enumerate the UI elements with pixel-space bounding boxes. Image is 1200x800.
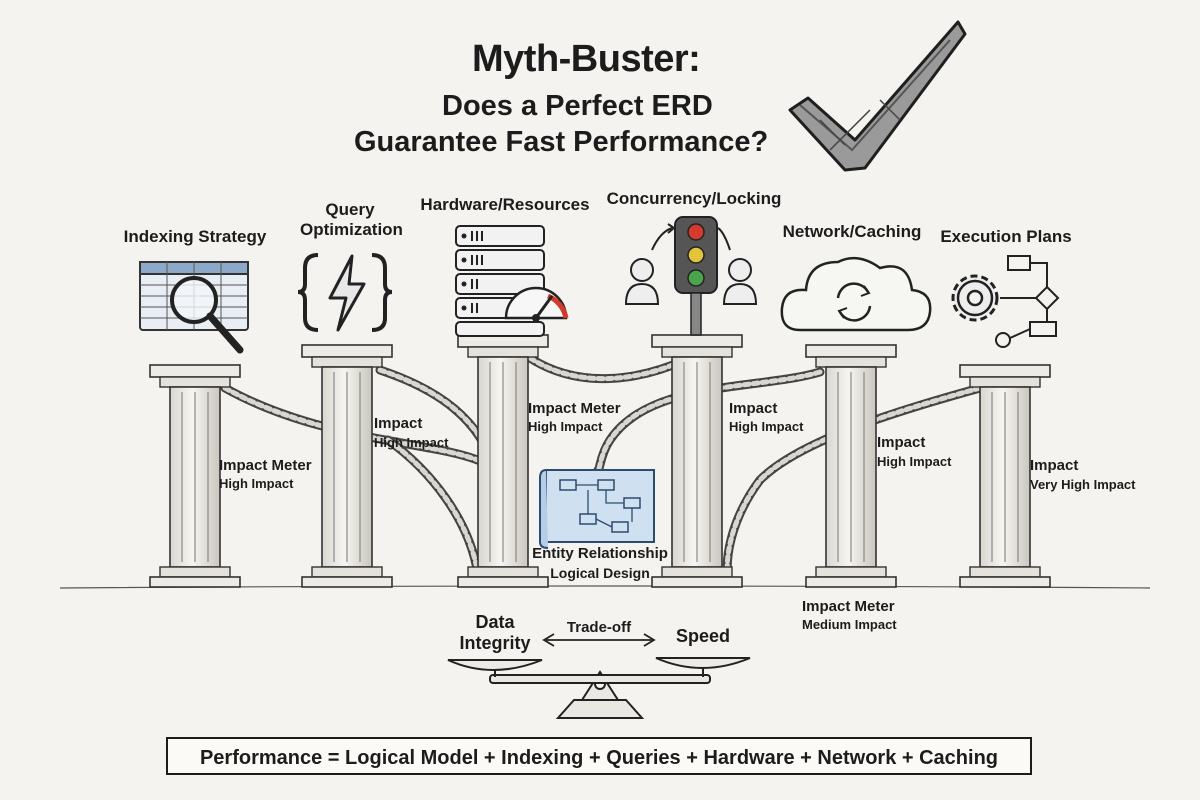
table-magnifier-icon (139, 261, 249, 354)
pillar-3-impact-level: High Impact (528, 419, 603, 434)
rope-group (220, 353, 985, 583)
pillar-4-impact-level: High Impact (729, 419, 804, 434)
blueprint-icon (539, 469, 655, 549)
pillar-5-impact-level: High Impact (877, 454, 952, 469)
gear-flowchart-icon (951, 255, 1060, 348)
pillar-6-impact-level: Very High Impact (1030, 477, 1136, 492)
pillar-4-impact-title: Impact (729, 400, 778, 417)
pillar-6-label: Execution Plans (940, 227, 1072, 246)
pillar-2 (301, 344, 393, 588)
pillar-2-impact-title: Impact (374, 415, 423, 432)
pillar-1-impact-title: Impact Meter (219, 457, 312, 474)
pillar-1-label: Indexing Strategy (123, 227, 267, 246)
pillar-2-impact-level: High Impact (374, 435, 449, 450)
pillar-3-label: Hardware/Resources (420, 195, 590, 214)
traffic-light-users-icon (624, 216, 758, 336)
pillar-1 (149, 364, 241, 588)
server-gauge-icon (455, 225, 569, 337)
network-impact-meter-level: Medium Impact (802, 617, 897, 632)
network-impact-meter-title: Impact Meter (802, 598, 895, 615)
pillar-4 (651, 334, 743, 588)
erd-caption-line-2: Logical Design (550, 565, 650, 581)
pillar-5-impact-title: Impact (877, 434, 926, 451)
balance-scale-icon (447, 657, 751, 719)
tradeoff-right-label: Speed (675, 626, 731, 646)
pillar-6 (959, 364, 1051, 588)
cloud-refresh-icon (780, 256, 932, 332)
pillar-3 (457, 334, 549, 588)
erd-caption-line-1: Entity Relationship (532, 545, 668, 562)
title-line-1: Myth-Buster: (472, 38, 701, 80)
pillar-4-label: Concurrency/Locking (606, 189, 782, 208)
pillar-1-impact-level: High Impact (219, 476, 294, 491)
pillar-5-label: Network/Caching (782, 222, 922, 241)
title-line-3: Guarantee Fast Performance? (354, 126, 769, 158)
lightning-braces-icon (297, 253, 393, 332)
tradeoff-left-line-2: Integrity (459, 633, 531, 653)
checkmark-icon (788, 20, 967, 172)
title-line-2: Does a Perfect ERD (442, 90, 713, 122)
pillar-3-impact-title: Impact Meter (528, 400, 621, 417)
pillar-5 (805, 344, 897, 588)
pillar-2-label: Query Optimization (300, 200, 403, 239)
tradeoff-arrow-icon (542, 633, 656, 647)
performance-formula: Performance = Logical Model + Indexing +… (166, 737, 1032, 775)
tradeoff-left-line-1: Data (475, 612, 515, 632)
pillar-6-impact-title: Impact (1030, 457, 1079, 474)
tradeoff-middle-label: Trade-off (566, 619, 632, 636)
